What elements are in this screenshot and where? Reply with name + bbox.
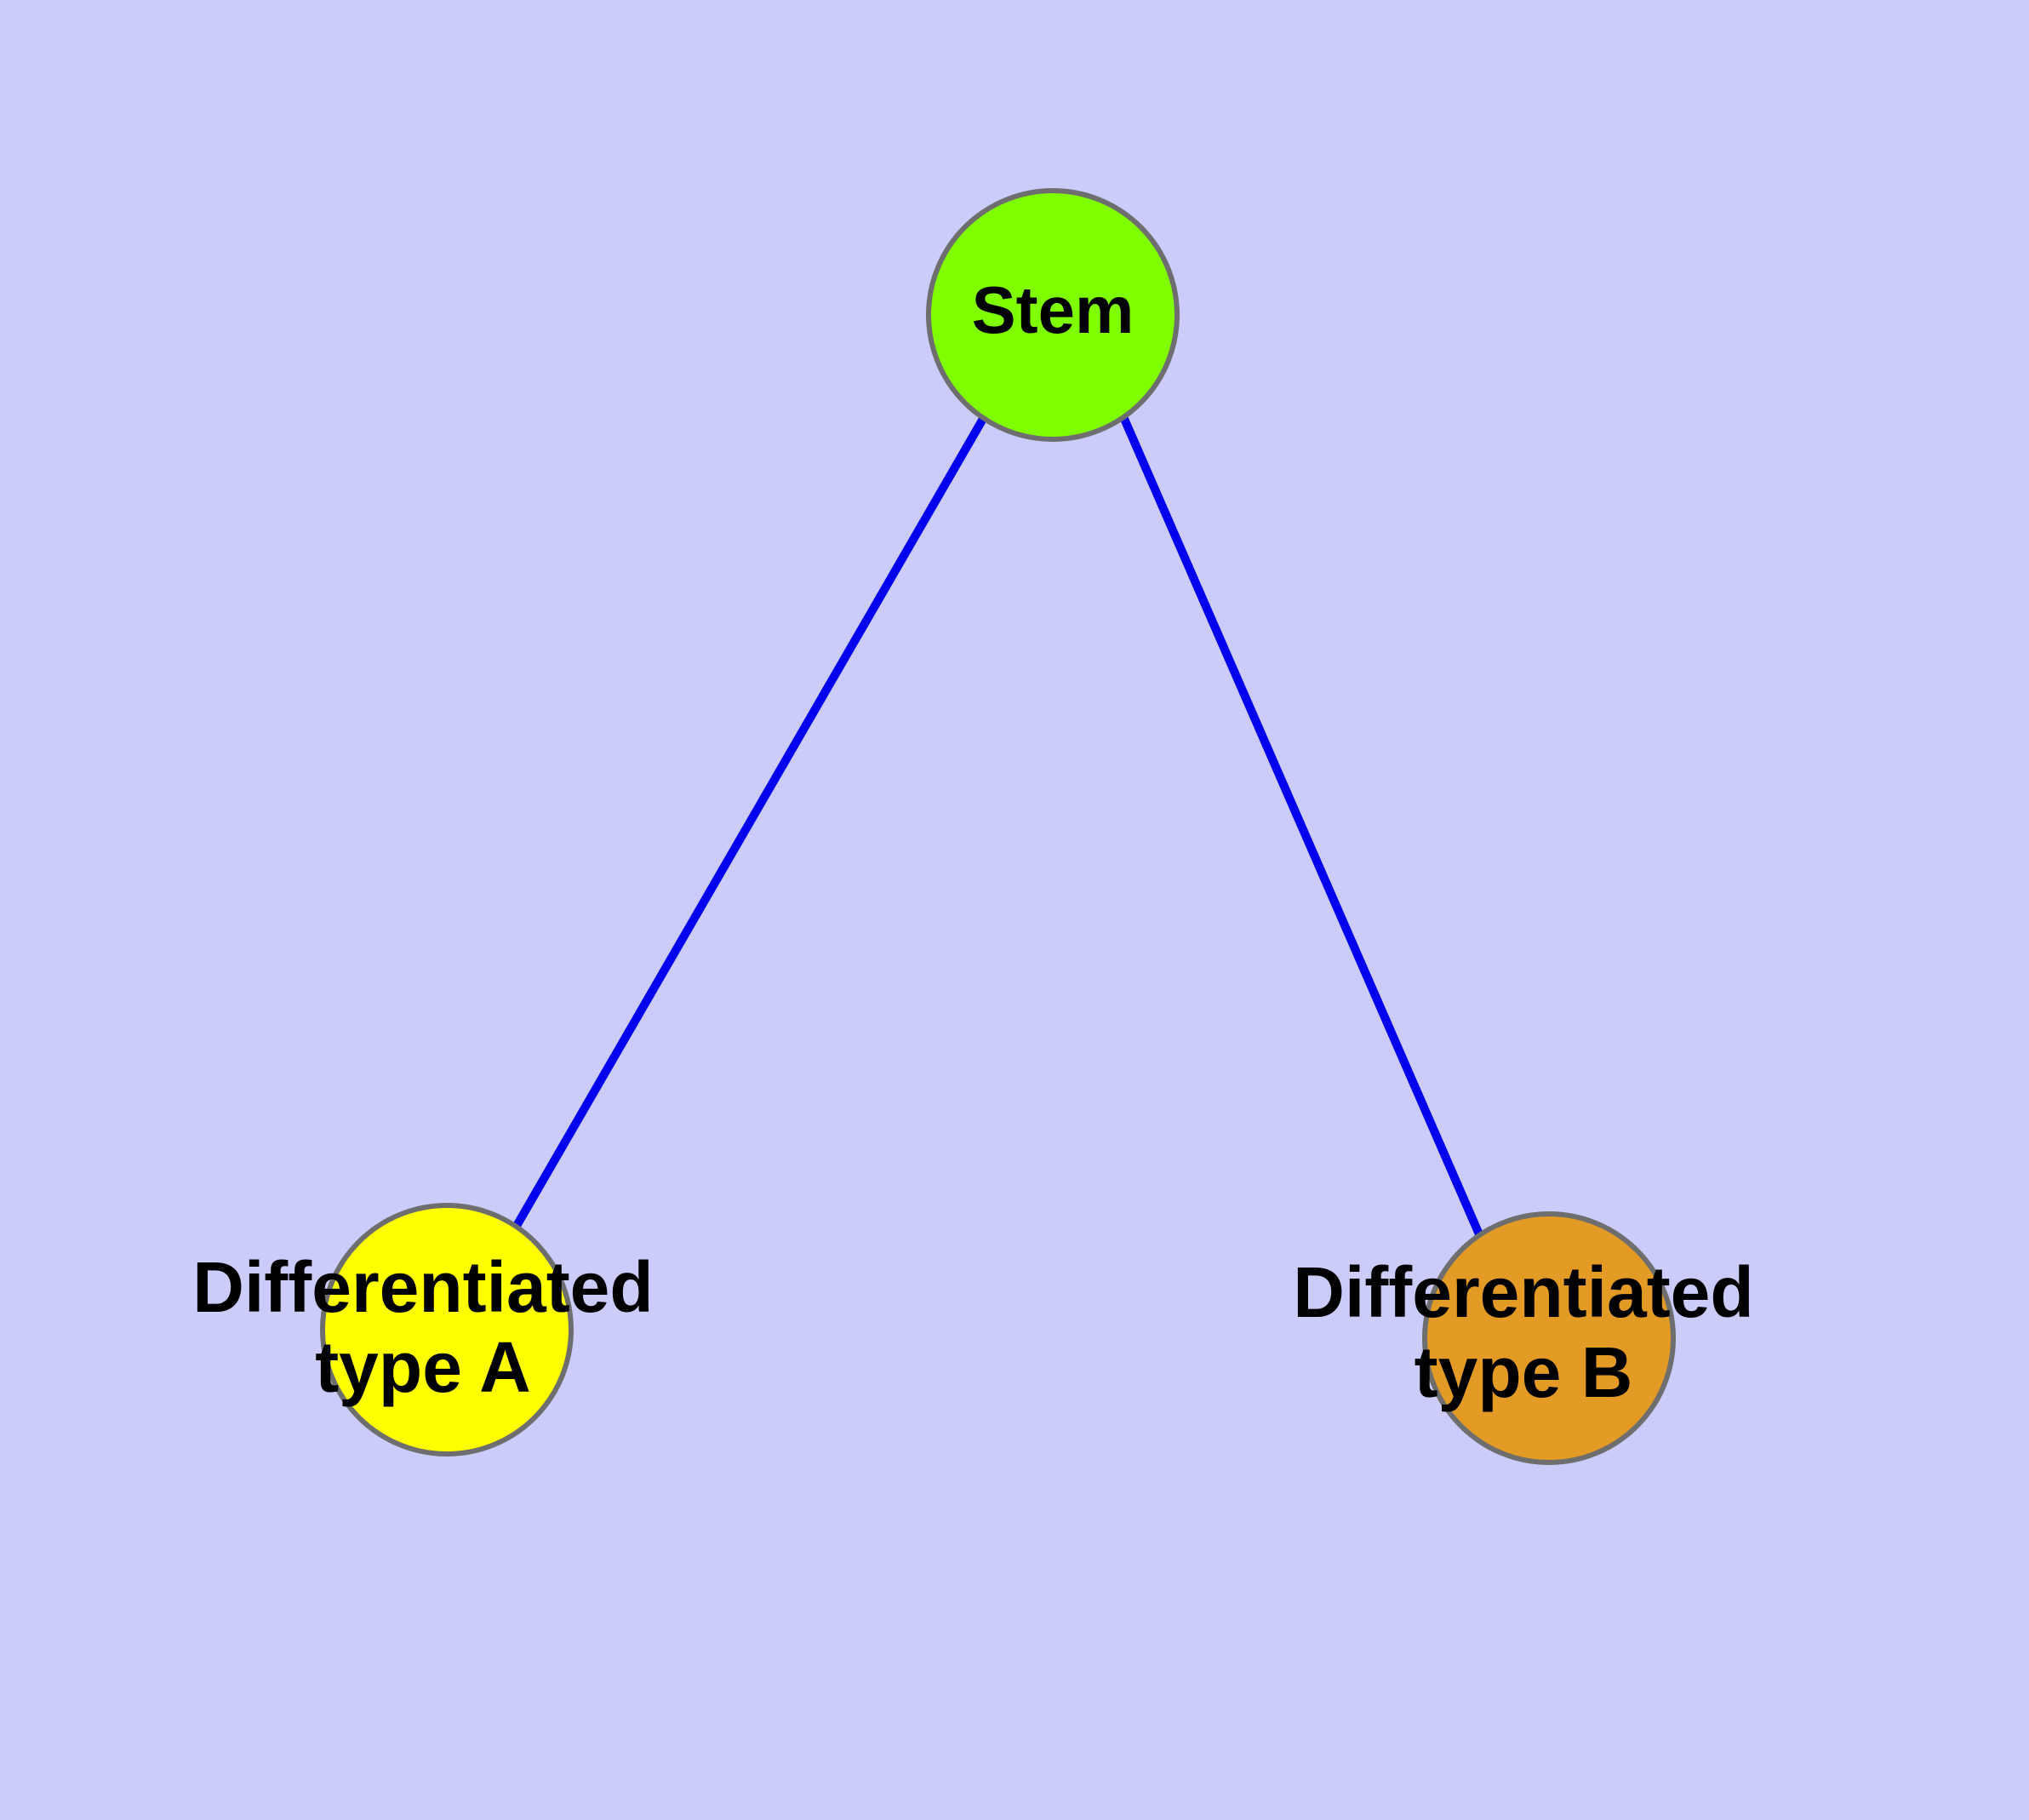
graph-node-label-line: type B (1415, 1332, 1633, 1412)
nodes-layer (320, 188, 1676, 1465)
graph-node-label-line: type A (315, 1327, 531, 1407)
graph-node-diff_b[interactable] (1422, 1211, 1676, 1465)
graph-node-diff_a[interactable] (320, 1203, 574, 1457)
graph-node-label-line: Differentiated (192, 1247, 653, 1327)
graph-node-label-line: Stem (972, 272, 1135, 347)
graph-node-label-stem: Stem (972, 272, 1135, 347)
graph-edge-stem-to-diff-a[interactable] (512, 416, 987, 1228)
graph-node-label-line: Differentiated (1293, 1252, 1753, 1332)
graph-node-stem[interactable] (926, 188, 1180, 442)
graph-edge-stem-to-diff-b[interactable] (1120, 417, 1483, 1236)
edges-layer (512, 416, 1483, 1236)
